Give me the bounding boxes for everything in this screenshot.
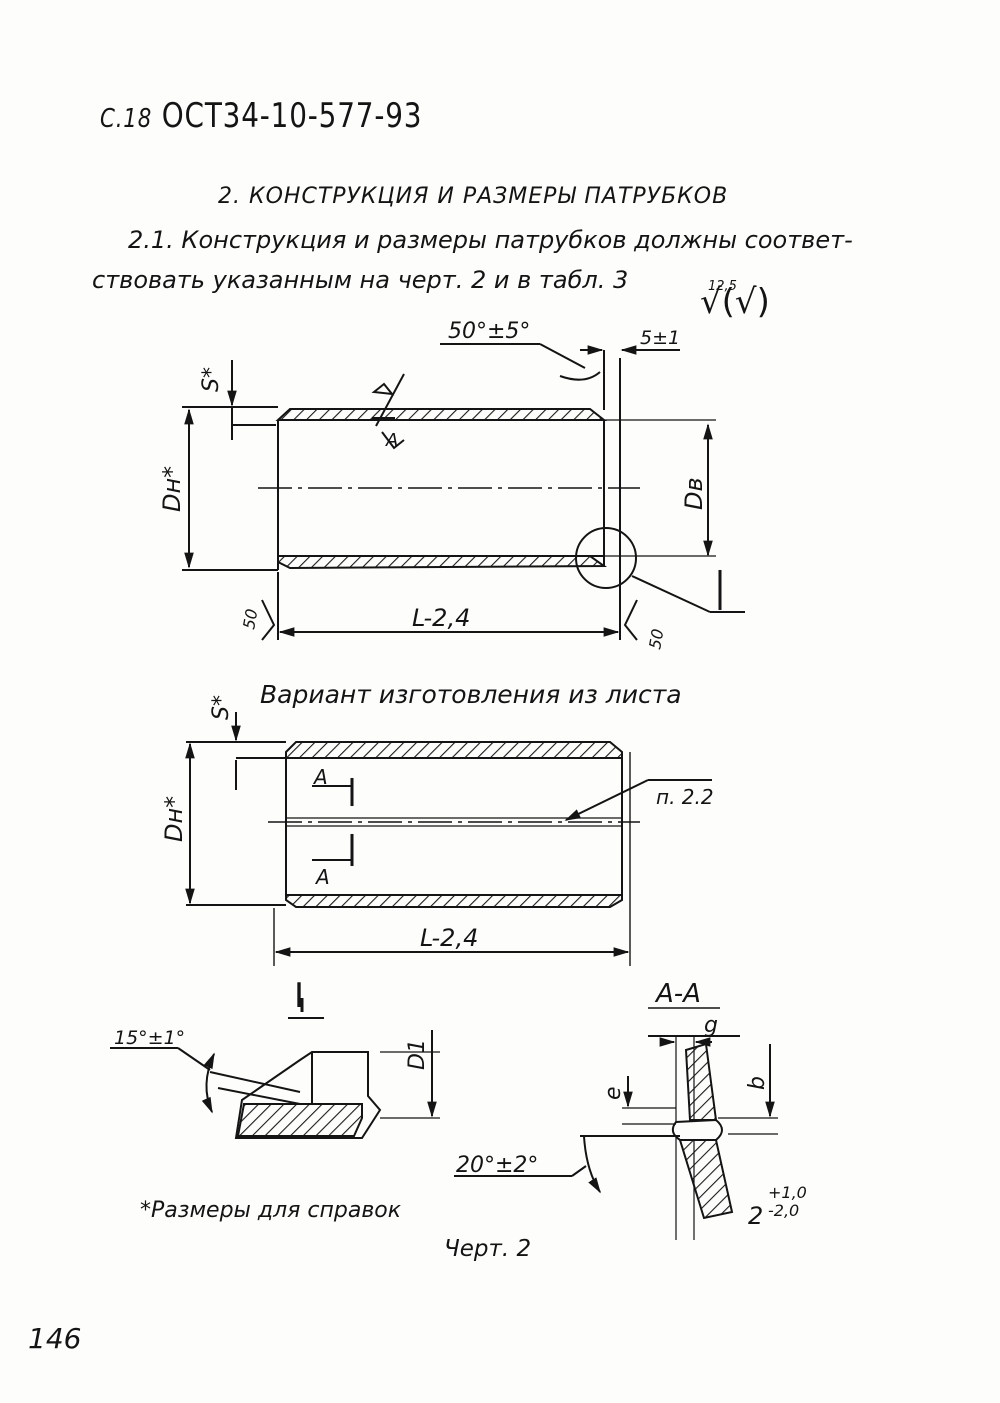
section-mark-top: A [312,765,328,789]
roughness-value: 12,5 [708,279,737,294]
section-AA-title: A-A [654,979,701,1009]
footnote: *Размеры для справок [140,1198,402,1223]
section-AA-e-label: e [601,1086,626,1100]
outer-diameter-label-2: Dн* [160,796,188,842]
detail-I-title-visible: I [294,976,305,1016]
standard-number: ОСТ34-10-577-93 [161,96,423,136]
section-AA-gap-value: 2 [748,1202,763,1230]
section-AA-g-label: g [704,1013,718,1038]
pipe-drawing-main [182,343,745,641]
roughness-symbol: √(√) [700,282,770,322]
length-label-2: L-2,4 [420,924,478,952]
page-number: 146 [28,1322,82,1355]
section-AA-drawing [454,1007,778,1240]
outer-diameter-label: Dн* [158,466,186,512]
detail-I-drawing [110,998,440,1139]
paragraph-line-1: 2.1. Конструкция и размеры патрубков дол… [128,226,853,254]
page-label: С.18 [100,104,153,134]
paragraph-line-2: ствовать указанным на черт. 2 и в табл. … [92,266,629,294]
inner-diameter-label: Dв [680,477,708,510]
right-end-roughness-label: 50 [645,627,667,650]
section-AA-gap-tol-upper: +1,0 [768,1183,807,1202]
wall-thickness-label-2: S* [209,695,234,720]
chamfer-angle-label: 50°±5° [448,319,530,344]
chamfer-length-label: 5±1 [640,327,680,349]
length-label: L-2,4 [412,604,470,632]
detail-I-angle-label: 15°±1° [114,1027,185,1049]
section-mark-bottom: A [314,865,330,889]
section-AA-angle-label: 20°±2° [456,1153,538,1178]
section-title: 2. КОНСТРУКЦИЯ И РАЗМЕРЫ ПАТРУБКОВ [218,184,729,209]
section-AA-b-label: b [745,1076,770,1090]
left-end-roughness-label: 50 [239,607,261,630]
seam-reference-label: п. 2.2 [656,785,714,809]
detail-I-diameter-label: D1 [405,1039,430,1070]
section-AA-gap-tol-lower: -2,0 [768,1201,799,1220]
pipe-drawing-sheet-variant [185,712,712,966]
wall-thickness-label: S* [199,367,224,392]
page-header: С.18 ОСТ34-10-577-93 [100,96,422,136]
figure-caption: Черт. 2 [444,1236,532,1262]
weld-label: A [385,430,398,451]
variant-title: Вариант изготовления из листа [260,680,682,709]
